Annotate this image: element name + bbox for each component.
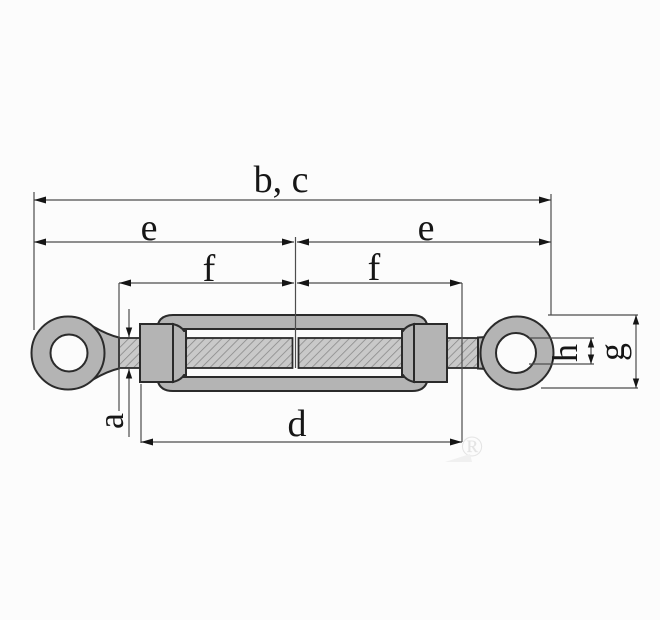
- label-a: a: [91, 413, 131, 429]
- dimension-lines: [33, 192, 640, 446]
- left-threaded-rod: [117, 337, 142, 369]
- right-eye-hole: [495, 332, 537, 374]
- right-eye: [477, 315, 555, 391]
- left-nut: [139, 322, 187, 384]
- right-threaded-rod: [446, 337, 480, 369]
- right-nut: [401, 322, 448, 384]
- watermark-smudge: [445, 454, 472, 462]
- label-e-left: e: [141, 207, 158, 249]
- label-d: d: [288, 403, 307, 445]
- left-eye-hole: [49, 333, 89, 373]
- registered-mark-icon: ®: [461, 430, 484, 463]
- label-e-right: e: [418, 207, 435, 249]
- right-inner-rod: [297, 337, 403, 369]
- dimension-labels: b, c e e f f d a h g: [91, 159, 632, 445]
- label-f-right: f: [368, 247, 381, 289]
- left-eye: [30, 315, 120, 391]
- label-f-left: f: [203, 248, 216, 290]
- turnbuckle-part: [30, 314, 555, 392]
- left-inner-rod: [185, 337, 294, 369]
- label-g: g: [592, 343, 632, 361]
- watermark: ®: [445, 430, 483, 463]
- label-bc: b, c: [254, 159, 309, 201]
- label-h: h: [545, 344, 585, 362]
